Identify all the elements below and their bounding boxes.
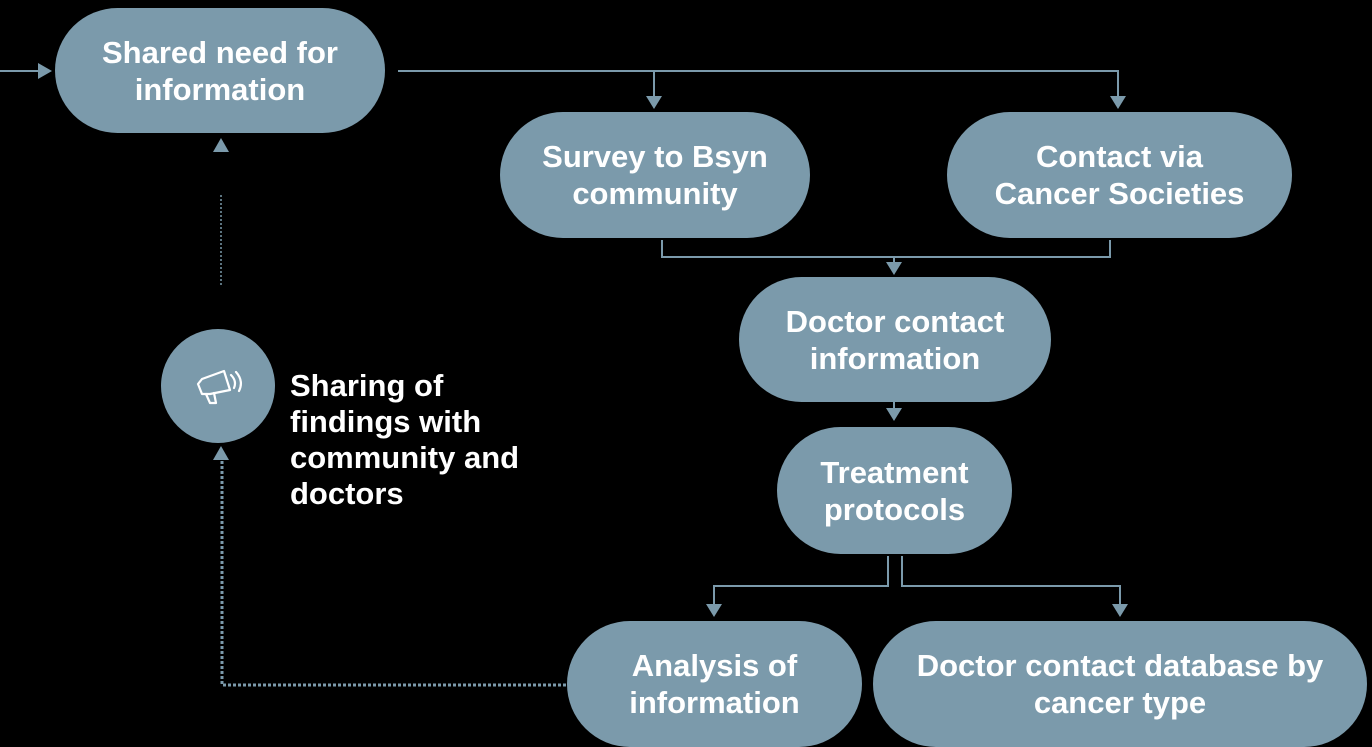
node-survey: Survey to Bsyn community: [500, 112, 810, 238]
arrowhead-contact: [1110, 96, 1126, 109]
node-doctor-contact-label: Doctor contact information: [785, 303, 1005, 376]
connector-to-database: [901, 556, 1121, 606]
arrowhead-sharing-up: [213, 446, 229, 460]
arrowhead-treatment: [886, 408, 902, 421]
node-analysis: Analysis of information: [567, 621, 862, 747]
sharing-caption: Sharing of findings with community and d…: [290, 368, 520, 511]
node-shared-need-label: Shared need for information: [102, 34, 338, 107]
arrowhead-need-up: [213, 138, 229, 152]
node-contact-societies: Contact via Cancer Societies: [947, 112, 1292, 238]
arrowhead-doctor: [886, 262, 902, 275]
arrowhead-entry: [38, 63, 52, 79]
node-survey-label: Survey to Bsyn community: [542, 139, 768, 211]
node-treatment: Treatment protocols: [777, 427, 1012, 554]
node-shared-need: Shared need for information: [55, 8, 385, 133]
node-database: Doctor contact database by cancer type: [873, 621, 1367, 747]
sharing-circle: [161, 329, 275, 443]
node-database-label: Doctor contact database by cancer type: [916, 648, 1324, 720]
arrowhead-analysis: [706, 604, 722, 617]
connector-to-contact: [398, 70, 1119, 96]
node-doctor-contact: Doctor contact information: [739, 277, 1051, 402]
node-analysis-label: Analysis of information: [629, 648, 800, 720]
node-contact-societies-label: Contact via Cancer Societies: [994, 139, 1245, 211]
arrowhead-database: [1112, 604, 1128, 617]
connector-to-analysis: [713, 556, 889, 606]
arrowhead-survey: [646, 96, 662, 109]
megaphone-icon: [188, 354, 248, 419]
connector-merge: [661, 240, 1111, 258]
node-treatment-label: Treatment protocols: [820, 454, 969, 527]
